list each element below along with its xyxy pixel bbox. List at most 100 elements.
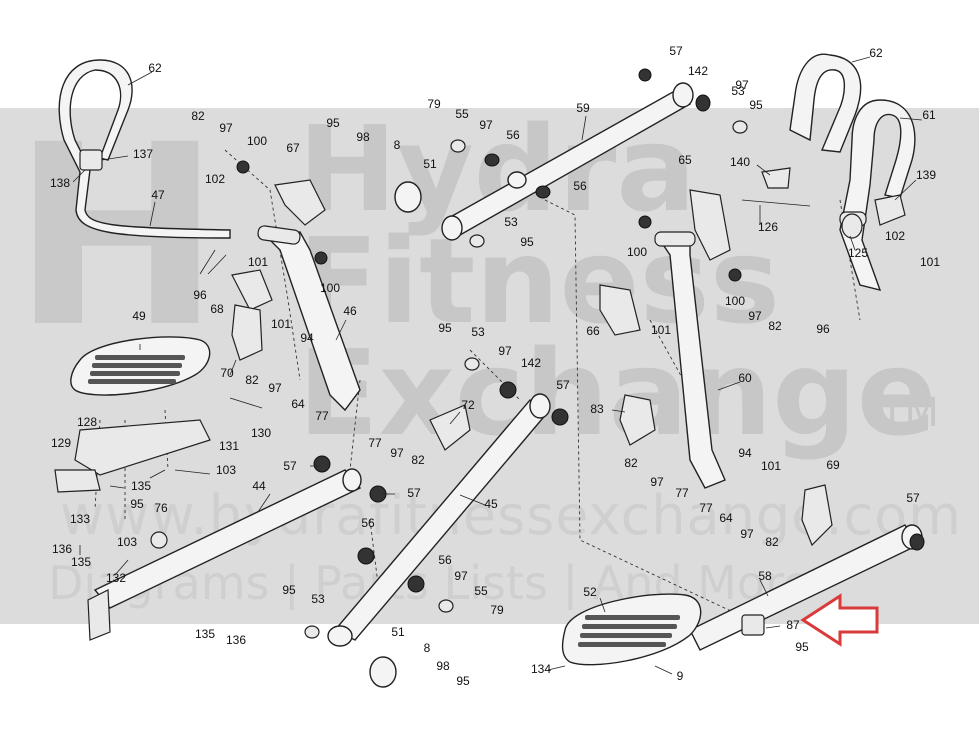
part-label-135: 135 bbox=[71, 555, 91, 569]
right-pedal-52 bbox=[561, 593, 702, 666]
part-label-138: 138 bbox=[50, 176, 70, 190]
part-label-100: 100 bbox=[627, 245, 647, 259]
part-label-94: 94 bbox=[300, 331, 314, 345]
part-label-97: 97 bbox=[219, 121, 233, 135]
part-label-72: 72 bbox=[461, 398, 475, 412]
part-label-139: 139 bbox=[916, 168, 936, 182]
part-label-77: 77 bbox=[368, 436, 382, 450]
link-arm-45 bbox=[327, 393, 551, 647]
part-label-53: 53 bbox=[471, 325, 485, 339]
rail-58 bbox=[689, 524, 923, 651]
part-label-96: 96 bbox=[816, 322, 830, 336]
part-label-136: 136 bbox=[52, 542, 72, 556]
part-label-95: 95 bbox=[282, 583, 296, 597]
part-label-68: 68 bbox=[210, 302, 224, 316]
part-label-52: 52 bbox=[583, 585, 597, 599]
part-label-101: 101 bbox=[651, 323, 671, 337]
part-label-97: 97 bbox=[735, 78, 749, 92]
watermark-line-2: Fitness bbox=[298, 212, 780, 350]
part-label-95: 95 bbox=[438, 321, 452, 335]
part-label-82: 82 bbox=[768, 319, 782, 333]
left-pedal-49 bbox=[70, 336, 211, 476]
part-label-95: 95 bbox=[749, 98, 763, 112]
part-label-98: 98 bbox=[436, 659, 450, 673]
part-label-55: 55 bbox=[474, 584, 488, 598]
part-label-55: 55 bbox=[455, 107, 469, 121]
part-label-97: 97 bbox=[479, 118, 493, 132]
part-label-97: 97 bbox=[268, 381, 282, 395]
part-label-135: 135 bbox=[195, 627, 215, 641]
part-label-87: 87 bbox=[786, 618, 800, 632]
part-label-101: 101 bbox=[248, 255, 268, 269]
part-label-95: 95 bbox=[520, 235, 534, 249]
part-label-59: 59 bbox=[576, 101, 590, 115]
part-label-60: 60 bbox=[738, 371, 752, 385]
part-label-101: 101 bbox=[271, 317, 291, 331]
lower-rail-44 bbox=[87, 468, 362, 641]
part-label-62: 62 bbox=[148, 61, 162, 75]
part-label-44: 44 bbox=[252, 479, 266, 493]
part-label-56: 56 bbox=[361, 516, 375, 530]
part-label-102: 102 bbox=[885, 229, 905, 243]
part-label-82: 82 bbox=[765, 535, 779, 549]
part-label-97: 97 bbox=[454, 569, 468, 583]
part-label-64: 64 bbox=[291, 397, 305, 411]
part-label-142: 142 bbox=[688, 64, 708, 78]
part-label-82: 82 bbox=[411, 453, 425, 467]
part-label-134: 134 bbox=[531, 662, 551, 676]
part-label-65: 65 bbox=[678, 153, 692, 167]
part-label-95: 95 bbox=[326, 116, 340, 130]
part-label-95: 95 bbox=[795, 640, 809, 654]
part-label-79: 79 bbox=[427, 97, 441, 111]
part-label-51: 51 bbox=[423, 157, 437, 171]
part-label-53: 53 bbox=[504, 215, 518, 229]
left-upright-arm-46 bbox=[257, 225, 361, 412]
part-label-131: 131 bbox=[219, 439, 239, 453]
part-label-95: 95 bbox=[456, 674, 470, 688]
part-label-95: 95 bbox=[130, 497, 144, 511]
part-label-98: 98 bbox=[356, 130, 370, 144]
part-label-45: 45 bbox=[484, 497, 498, 511]
part-label-137: 137 bbox=[133, 147, 153, 161]
part-label-9: 9 bbox=[677, 669, 684, 683]
part-label-100: 100 bbox=[320, 281, 340, 295]
part-label-136: 136 bbox=[226, 633, 246, 647]
part-label-101: 101 bbox=[761, 459, 781, 473]
part-label-103: 103 bbox=[216, 463, 236, 477]
part-label-97: 97 bbox=[498, 344, 512, 358]
part-label-132: 132 bbox=[106, 571, 126, 585]
part-label-94: 94 bbox=[738, 446, 752, 460]
part-label-58: 58 bbox=[758, 569, 772, 583]
part-label-57: 57 bbox=[906, 491, 920, 505]
leader-lines bbox=[72, 56, 923, 675]
part-label-103: 103 bbox=[117, 535, 137, 549]
part-label-100: 100 bbox=[247, 134, 267, 148]
part-label-82: 82 bbox=[624, 456, 638, 470]
part-label-51: 51 bbox=[391, 625, 405, 639]
part-label-97: 97 bbox=[740, 527, 754, 541]
part-label-130: 130 bbox=[251, 426, 271, 440]
part-label-126: 126 bbox=[758, 220, 778, 234]
part-label-77: 77 bbox=[675, 486, 689, 500]
part-label-61: 61 bbox=[922, 108, 936, 122]
part-label-62: 62 bbox=[869, 46, 883, 60]
covers-and-hardware bbox=[54, 167, 906, 547]
part-label-129: 129 bbox=[51, 436, 71, 450]
part-label-100: 100 bbox=[725, 294, 745, 308]
watermark-line-3: Exchange bbox=[298, 324, 937, 462]
part-label-82: 82 bbox=[245, 373, 259, 387]
bearings-and-wheels bbox=[150, 68, 925, 688]
part-label-69: 69 bbox=[826, 458, 840, 472]
part-label-64: 64 bbox=[719, 511, 733, 525]
part-label-135: 135 bbox=[131, 479, 151, 493]
part-label-77: 77 bbox=[315, 409, 329, 423]
part-label-66: 66 bbox=[586, 324, 600, 338]
part-label-101: 101 bbox=[920, 255, 940, 269]
part-label-97: 97 bbox=[650, 475, 664, 489]
upper-arm-59 bbox=[441, 82, 694, 241]
part-label-56: 56 bbox=[438, 553, 452, 567]
part-label-57: 57 bbox=[556, 378, 570, 392]
part-label-83: 83 bbox=[590, 402, 604, 416]
